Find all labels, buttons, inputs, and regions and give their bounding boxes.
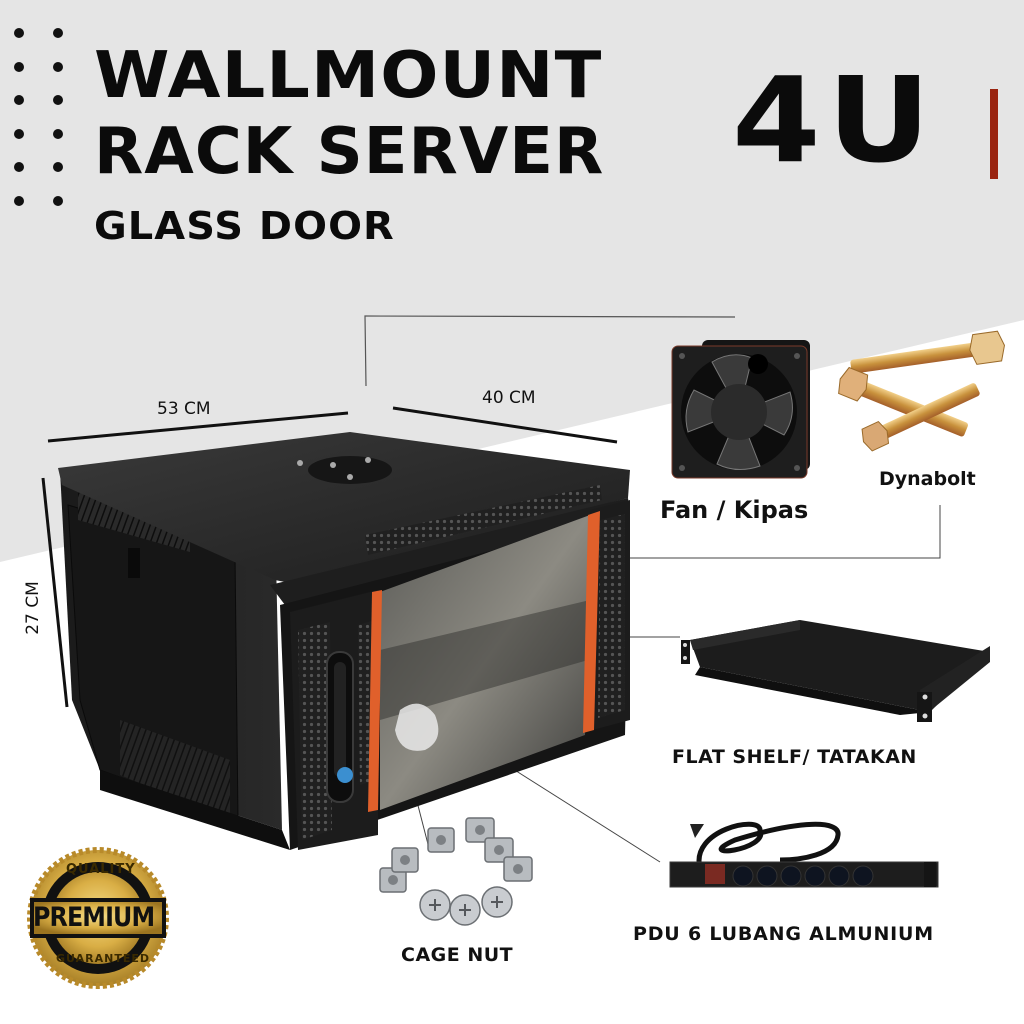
power-strip-icon — [669, 821, 939, 888]
premium-badge-main: PREMIUM — [33, 902, 155, 933]
premium-badge-bottom: GUARANTEED — [56, 952, 150, 965]
cage-nut-label: CAGE NUT — [401, 944, 514, 966]
fan-icon — [671, 340, 810, 479]
pdu-label: PDU 6 LUBANG ALMUNIUM — [633, 923, 934, 945]
dynabolt-label: Dynabolt — [879, 468, 976, 490]
shelf-icon — [681, 620, 990, 722]
fan-label: Fan / Kipas — [660, 496, 809, 524]
shelf-label: FLAT SHELF/ TATAKAN — [672, 746, 917, 768]
dimension-width: 53 CM — [157, 399, 211, 419]
subtitle: GLASS DOOR — [94, 204, 395, 248]
dimension-depth: 40 CM — [482, 388, 536, 408]
title-line-1: WALLMOUNT — [94, 39, 603, 113]
premium-badge — [27, 847, 169, 989]
premium-badge-top: QUALITY — [66, 862, 136, 877]
accent-bar — [990, 89, 998, 179]
size-badge-4u: 4U — [732, 51, 938, 189]
decorative-dots — [14, 28, 64, 208]
dimension-height: 27 CM — [22, 581, 43, 635]
bolt-icon — [838, 330, 1005, 452]
dimension-lines — [41, 315, 736, 708]
title-line-2: RACK SERVER — [94, 115, 605, 189]
cage-nut-icon — [379, 817, 533, 926]
rack-cabinet — [58, 432, 630, 850]
